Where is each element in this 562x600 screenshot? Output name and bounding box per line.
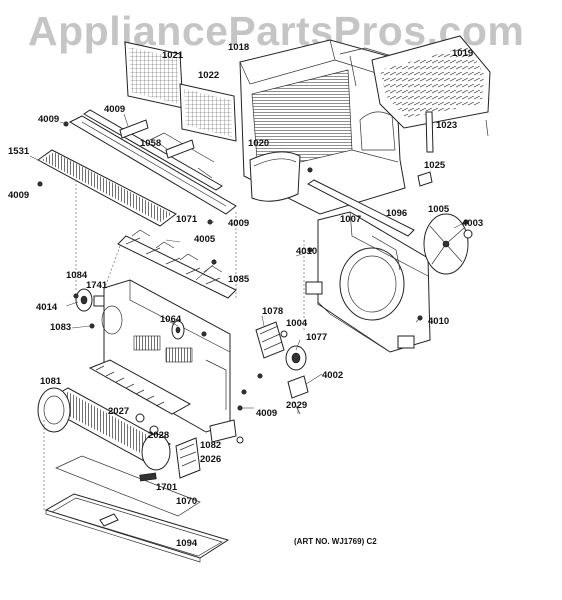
label-1019: 1019 [452, 48, 473, 59]
control-board-2026 [175, 437, 201, 479]
label-1077: 1077 [306, 332, 327, 343]
label-1081: 1081 [40, 376, 62, 387]
label-1070: 1070 [176, 496, 197, 507]
side-panel-1020 [249, 151, 301, 202]
drain-pan-1094 [44, 493, 230, 563]
label-1701: 1701 [156, 482, 178, 493]
label-1004: 1004 [286, 318, 308, 329]
fan-shroud-1007 [305, 211, 431, 353]
label-4002: 4002 [322, 370, 343, 381]
label-1083: 1083 [50, 322, 71, 333]
label-1022: 1022 [198, 70, 219, 81]
deflector-1531 [37, 149, 177, 227]
label-1023: 1023 [436, 120, 457, 131]
label-4009-left: 4009 [8, 190, 29, 201]
label-1064: 1064 [160, 314, 182, 325]
heater-coils [88, 359, 192, 435]
motor-1078 [255, 321, 285, 359]
clip-1701 [139, 472, 157, 482]
assembly-lines [43, 180, 305, 510]
label-4005: 4005 [194, 234, 216, 245]
label-1078: 1078 [262, 306, 283, 317]
label-1007: 1007 [340, 214, 361, 225]
label-1020: 1020 [248, 138, 269, 149]
bracket-1082 [209, 419, 244, 444]
label-1085: 1085 [228, 274, 250, 285]
bushing-1064 [171, 320, 185, 340]
bracket-1058 [119, 119, 213, 179]
bracket-1025 [417, 171, 433, 187]
label-4009-bottom: 4009 [256, 408, 277, 419]
motor-1077 [280, 330, 307, 371]
label-1741: 1741 [86, 280, 108, 291]
label-1094: 1094 [176, 538, 198, 549]
rail-1023 [425, 111, 434, 153]
label-1018: 1018 [228, 42, 249, 53]
top-rail-frame [68, 109, 237, 215]
art-number: (ART NO. WJ1769) C2 [294, 537, 377, 546]
condenser-fan-1005 [423, 213, 473, 275]
label-1058: 1058 [140, 138, 161, 149]
label-4009-top-left: 4009 [38, 114, 59, 125]
louver-1019 [349, 35, 491, 137]
rail-1096 [307, 179, 415, 237]
label-4009-mid: 4009 [228, 218, 249, 229]
label-2028: 2028 [148, 430, 169, 441]
label-1005: 1005 [428, 204, 450, 215]
label-1025: 1025 [424, 160, 446, 171]
label-4003: 4003 [462, 218, 483, 229]
label-2026: 2026 [200, 454, 221, 465]
leader-lines [29, 113, 467, 414]
label-2027: 2027 [108, 406, 129, 417]
label-4014: 4014 [36, 302, 58, 313]
label-1531: 1531 [8, 146, 30, 157]
filter-1022 [179, 83, 237, 142]
label-1021: 1021 [162, 50, 184, 61]
label-4010-lower: 4010 [428, 316, 449, 327]
blower-wheel-1081 [37, 387, 171, 471]
label-1082: 1082 [200, 440, 221, 451]
label-4009-top: 4009 [104, 104, 125, 115]
label-2029: 2029 [286, 400, 307, 411]
hardware-4002 [287, 375, 309, 415]
filter-sheet-1070 [55, 455, 201, 517]
label-1071: 1071 [176, 214, 198, 225]
label-1084: 1084 [66, 270, 88, 281]
bearing-1084 [75, 288, 105, 312]
label-1096: 1096 [386, 208, 407, 219]
label-4010-upper: 4010 [296, 246, 317, 257]
